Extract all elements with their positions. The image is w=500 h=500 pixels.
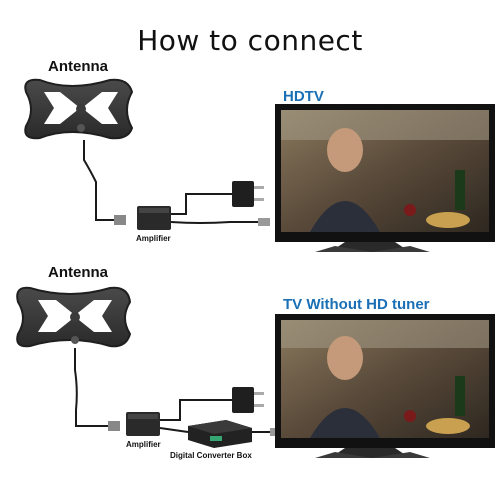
bottom-connector-icon — [108, 421, 120, 431]
top-tv-label: HDTV — [283, 88, 324, 105]
top-antenna-label: Antenna — [48, 58, 108, 75]
top-amplifier-icon — [137, 206, 171, 230]
bottom-amplifier-icon — [126, 412, 160, 436]
top-power-adapter-icon — [232, 181, 264, 207]
bottom-amplifier-label: Amplifier — [126, 440, 161, 449]
bottom-antenna-label: Antenna — [48, 264, 108, 281]
bottom-tv-label: TV Without HD tuner — [283, 296, 430, 313]
diagram-title: How to connect — [137, 24, 363, 57]
bottom-antenna-icon — [16, 286, 132, 348]
bottom-power-adapter-icon — [232, 387, 264, 413]
top-tv-icon — [275, 104, 495, 252]
bottom-tv-icon — [275, 314, 495, 458]
top-antenna-icon — [24, 78, 134, 140]
top-amplifier-label: Amplifier — [136, 234, 171, 243]
bottom-converter-label: Digital Converter Box — [170, 451, 252, 460]
top-connector-icon — [114, 215, 126, 225]
bottom-converter-box-icon — [188, 420, 252, 448]
